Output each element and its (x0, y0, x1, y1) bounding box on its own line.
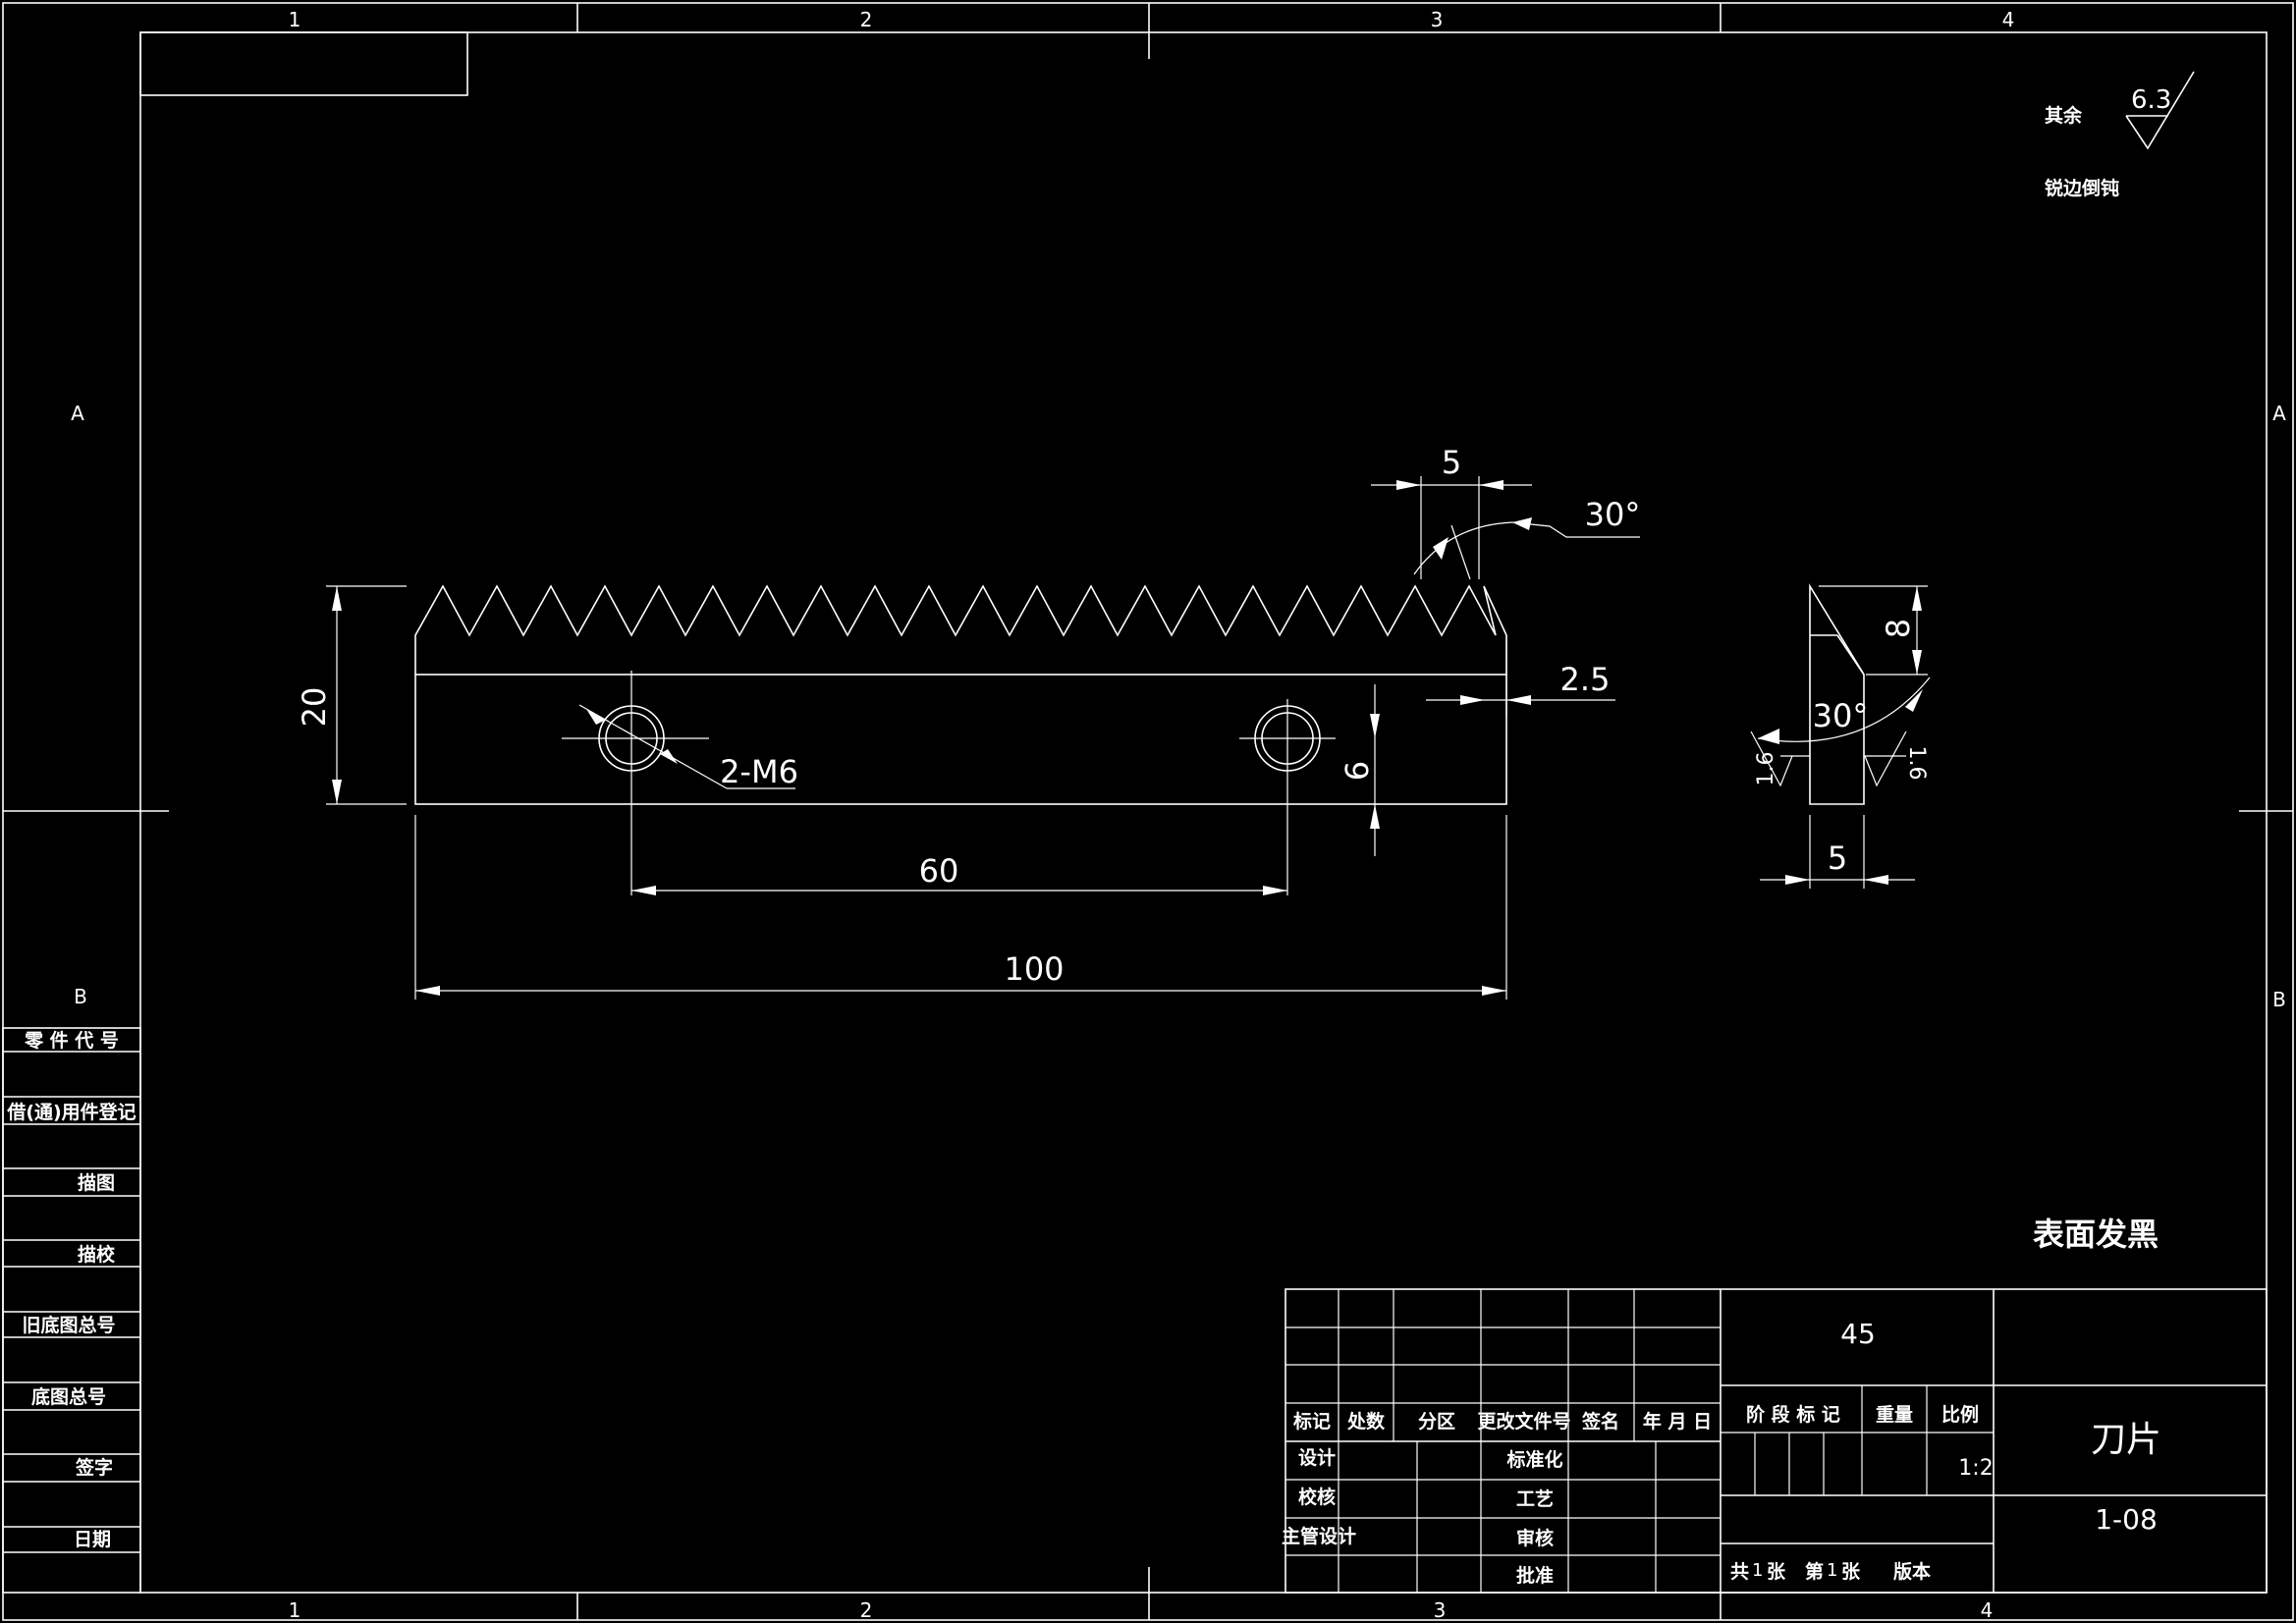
tb-header-stage: 阶 段 标 记 (1746, 1403, 1840, 1426)
tb-sheets-total-unit: 张 (1767, 1561, 1786, 1583)
dim-back-offset-value: 2.5 (1560, 661, 1611, 698)
tb-sheets-current-unit: 张 (1841, 1561, 1861, 1583)
tb-header-zone: 分区 (1418, 1411, 1455, 1433)
dim-height-value: 20 (296, 687, 333, 728)
zone-right-B: B (2272, 988, 2286, 1011)
dim-holes-leader (578, 704, 795, 789)
dim-tooth-pitch (1371, 476, 1532, 579)
tb-sheets-total: 1 (1752, 1560, 1763, 1581)
roughness-symbol-icon (2125, 71, 2195, 150)
dim-side-top-value: 8 (1880, 619, 1917, 638)
zone-left-B: B (74, 985, 87, 1008)
title-block (1285, 1288, 2268, 1594)
blade-front-view (414, 584, 1507, 895)
dim-tooth-pitch-value: 5 (1442, 444, 1461, 481)
register-trace-check: 描校 (78, 1243, 116, 1266)
tb-role-chief-design: 主管设计 (1282, 1525, 1356, 1547)
tb-header-change-doc: 更改文件号 (1477, 1410, 1570, 1433)
tb-sheets-current-label: 第 (1805, 1560, 1824, 1583)
edge-note: 锐边倒钝 (2045, 177, 2119, 199)
dim-hole-height (1370, 684, 1380, 856)
dim-length-value: 100 (1004, 950, 1064, 988)
tb-role-check: 校核 (1298, 1486, 1336, 1508)
tb-role-standardization: 标准化 (1506, 1448, 1562, 1471)
register-borrowed: 借(通)用件登记 (6, 1101, 136, 1123)
tb-sheet-info: 共 1 张 第 1 张 版本 (1730, 1560, 1931, 1583)
dim-hole-spacing (631, 886, 1287, 895)
tb-role-approve: 批准 (1516, 1565, 1554, 1587)
tb-role-review: 审核 (1516, 1527, 1554, 1549)
roughness-rest-value: 6.3 (2131, 85, 2171, 115)
tb-header-mark: 标记 (1293, 1411, 1331, 1433)
tb-scale: 1:2 (1958, 1456, 1993, 1481)
zone-top-4: 4 (2002, 8, 2015, 31)
dim-length (414, 815, 1507, 1000)
tb-part-name: 刀片 (2091, 1420, 2161, 1460)
surface-treatment-note: 表面发黑 (2033, 1216, 2159, 1253)
zone-bottom-2: 2 (860, 1598, 873, 1622)
zone-bottom-3: 3 (1434, 1598, 1447, 1622)
dim-height (326, 585, 407, 805)
zone-bottom-4: 4 (1981, 1598, 1994, 1622)
tb-header-date: 年 月 日 (1643, 1410, 1712, 1433)
zone-left-A: A (71, 402, 84, 425)
dim-back-offset (1426, 641, 1615, 717)
register-base-no: 底图总号 (31, 1385, 106, 1408)
register-date: 日期 (74, 1529, 111, 1550)
tb-header-weight: 重量 (1876, 1404, 1913, 1426)
dim-hole-height-value: 6 (1339, 761, 1376, 781)
tb-header-signature: 签名 (1581, 1410, 1619, 1433)
tb-drawing-number: 1-08 (2095, 1503, 2158, 1536)
dim-side-angle-value: 30° (1813, 697, 1869, 734)
tb-role-design: 设计 (1298, 1447, 1336, 1469)
dim-holes-value: 2-M6 (720, 753, 798, 790)
tb-sheets-current: 1 (1827, 1560, 1837, 1581)
zone-bottom-1: 1 (289, 1598, 301, 1622)
zone-top-2: 2 (860, 8, 873, 31)
tb-version-label: 版本 (1893, 1560, 1931, 1583)
register-part-code: 零 件 代 号 (24, 1029, 119, 1052)
zone-top-1: 1 (289, 8, 301, 31)
tb-material: 45 (1840, 1318, 1876, 1350)
roughness-right-value: 1.6 (1904, 746, 1929, 781)
zone-top-3: 3 (1431, 8, 1444, 31)
tb-header-count: 处数 (1346, 1410, 1386, 1433)
tb-sheets-total-label: 共 (1730, 1561, 1749, 1583)
dim-side-width-value: 5 (1828, 839, 1847, 877)
roughness-left-value: 1.6 (1754, 752, 1778, 786)
side-register-table (2, 1027, 141, 1594)
dim-hole-spacing-value: 60 (919, 852, 959, 890)
tb-role-process: 工艺 (1516, 1488, 1554, 1510)
register-tracing: 描图 (78, 1171, 115, 1194)
tb-header-ratio: 比例 (1941, 1403, 1979, 1426)
blade-side-view (1750, 583, 1931, 889)
dim-tooth-angle-value: 30° (1585, 496, 1641, 533)
dim-tooth-angle (1413, 517, 1640, 580)
register-old-base-no: 旧底图总号 (22, 1314, 115, 1336)
register-signature: 签字 (75, 1456, 113, 1479)
zone-right-A: A (2272, 402, 2286, 425)
roughness-rest-label: 其余 (2045, 104, 2083, 127)
